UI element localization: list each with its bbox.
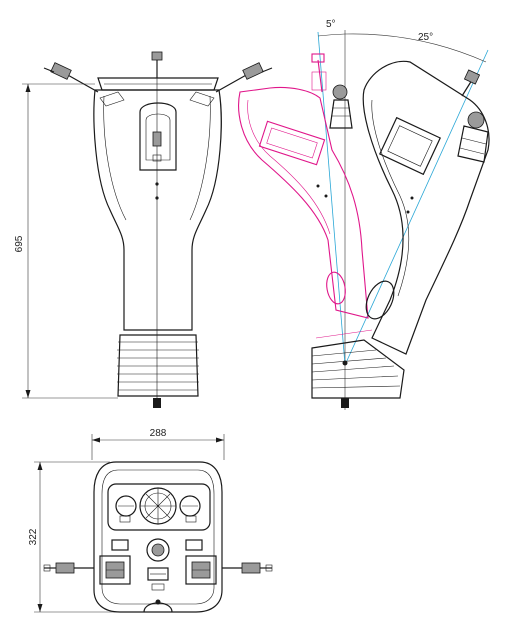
bottom-left-connector — [43, 562, 94, 574]
right-connector — [189, 62, 273, 107]
top-view: 288 322 — [28, 428, 273, 613]
dimension-width: 288 — [91, 428, 225, 460]
front-bellows — [117, 334, 199, 408]
tilted-back-outline — [238, 53, 369, 319]
side-view: 5° 25° — [238, 19, 490, 410]
depth-label: 322 — [28, 528, 39, 545]
angle-5-label: 5° — [326, 19, 336, 30]
width-label: 288 — [150, 428, 167, 439]
tilted-forward-outline — [362, 60, 490, 355]
bottom-right-connector — [222, 562, 273, 574]
joystick-knob-5deg — [329, 84, 353, 129]
side-bellows — [311, 329, 405, 408]
dimension-height: 695 — [14, 83, 118, 399]
left-connector — [43, 62, 125, 107]
front-view: 695 — [14, 51, 273, 408]
height-label: 695 — [14, 235, 25, 252]
angle-25-label: 25° — [418, 32, 433, 43]
